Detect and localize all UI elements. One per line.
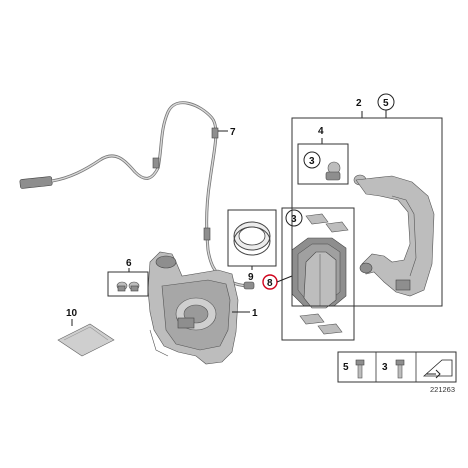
pad-retaining-springs-top[interactable] [305, 213, 349, 233]
repair-kit-pouch[interactable] [57, 323, 115, 357]
callout-4: 4 [318, 126, 324, 137]
guide-sleeve[interactable] [325, 161, 341, 181]
caliper-housing[interactable] [147, 251, 239, 365]
piston-seal-ring[interactable] [233, 221, 271, 256]
carrier-box [291, 117, 443, 307]
legend-callout-5: 5 [343, 362, 349, 373]
legend-callout-3: 3 [382, 362, 388, 373]
guide-sleeve-box [297, 143, 349, 185]
callout-1: 1 [252, 308, 258, 319]
callout-7: 7 [230, 127, 236, 138]
callout-8: 8 [267, 278, 273, 289]
callout-3-pads: 3 [291, 214, 297, 225]
callout-2: 2 [356, 98, 362, 109]
guide-bolts[interactable] [116, 281, 140, 292]
brake-pad-box [281, 207, 355, 341]
callout-5-carrier: 5 [383, 98, 389, 109]
caliper-carrier[interactable] [353, 174, 435, 297]
pad-retaining-springs-bottom[interactable] [299, 313, 343, 335]
callout-9: 9 [248, 272, 254, 283]
wear-sensor-cable[interactable] [19, 101, 255, 290]
callout-3-sleeve: 3 [309, 156, 315, 167]
legend-pad-icon [422, 359, 453, 379]
reference-number: 221263 [430, 385, 455, 394]
callout-6: 6 [126, 258, 132, 269]
callout-10: 10 [66, 308, 78, 319]
guide-bolt-box [107, 271, 149, 297]
brake-pads[interactable] [291, 237, 347, 309]
legend-box [337, 351, 457, 383]
legend-bolt-5[interactable] [355, 359, 365, 379]
legend-bolt-3[interactable] [395, 359, 405, 379]
